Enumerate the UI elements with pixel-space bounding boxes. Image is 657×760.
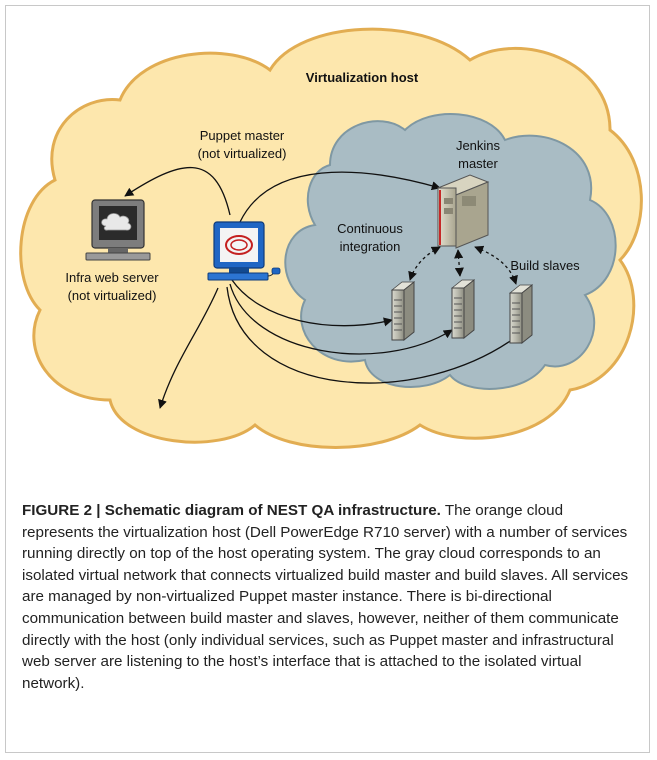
ci-label-line2: integration xyxy=(340,239,401,254)
infra-computer-icon xyxy=(85,199,151,261)
build-slaves-label: Build slaves xyxy=(510,258,580,273)
virtual-network-cloud xyxy=(284,113,617,390)
arrow-jenkins-slave2 xyxy=(454,249,464,277)
build-slave-server-icon xyxy=(390,280,416,342)
caption-label: FIGURE 2 | Schematic diagram of NEST QA … xyxy=(22,502,441,519)
jenkins-server-icon xyxy=(436,174,490,249)
jenkins-label-line1: Jenkins xyxy=(456,138,501,153)
jenkins-label-line2: master xyxy=(458,156,498,171)
arrow-puppet-to-jenkins xyxy=(239,171,441,223)
infra-label-line1: Infra web server xyxy=(65,270,159,285)
puppet-label-line1: Puppet master xyxy=(200,128,285,143)
arrow-puppet-to-slave2 xyxy=(229,283,453,355)
arrows xyxy=(124,166,521,409)
host-label: Virtualization host xyxy=(306,70,419,85)
arrow-puppet-to-slave3 xyxy=(226,286,521,384)
puppet-label-line2: (not virtualized) xyxy=(198,146,287,161)
arrow-puppet-to-bottom xyxy=(158,287,219,409)
figure-caption: FIGURE 2 | Schematic diagram of NEST QA … xyxy=(22,500,637,694)
ci-label-line1: Continuous xyxy=(337,221,403,236)
caption-text: The orange cloud represents the virtuali… xyxy=(22,502,629,692)
infra-label-line2: (not virtualized) xyxy=(68,288,157,303)
puppet-computer-icon xyxy=(207,221,281,281)
build-slave-server-icon xyxy=(508,283,534,345)
infrastructure-diagram: Virtualization host Puppet master (not v… xyxy=(19,27,643,449)
dotted-arrows xyxy=(408,245,518,285)
arrow-puppet-to-slave1 xyxy=(231,279,393,327)
arrow-puppet-to-infra xyxy=(124,166,231,216)
build-slave-server-icon xyxy=(450,278,476,340)
